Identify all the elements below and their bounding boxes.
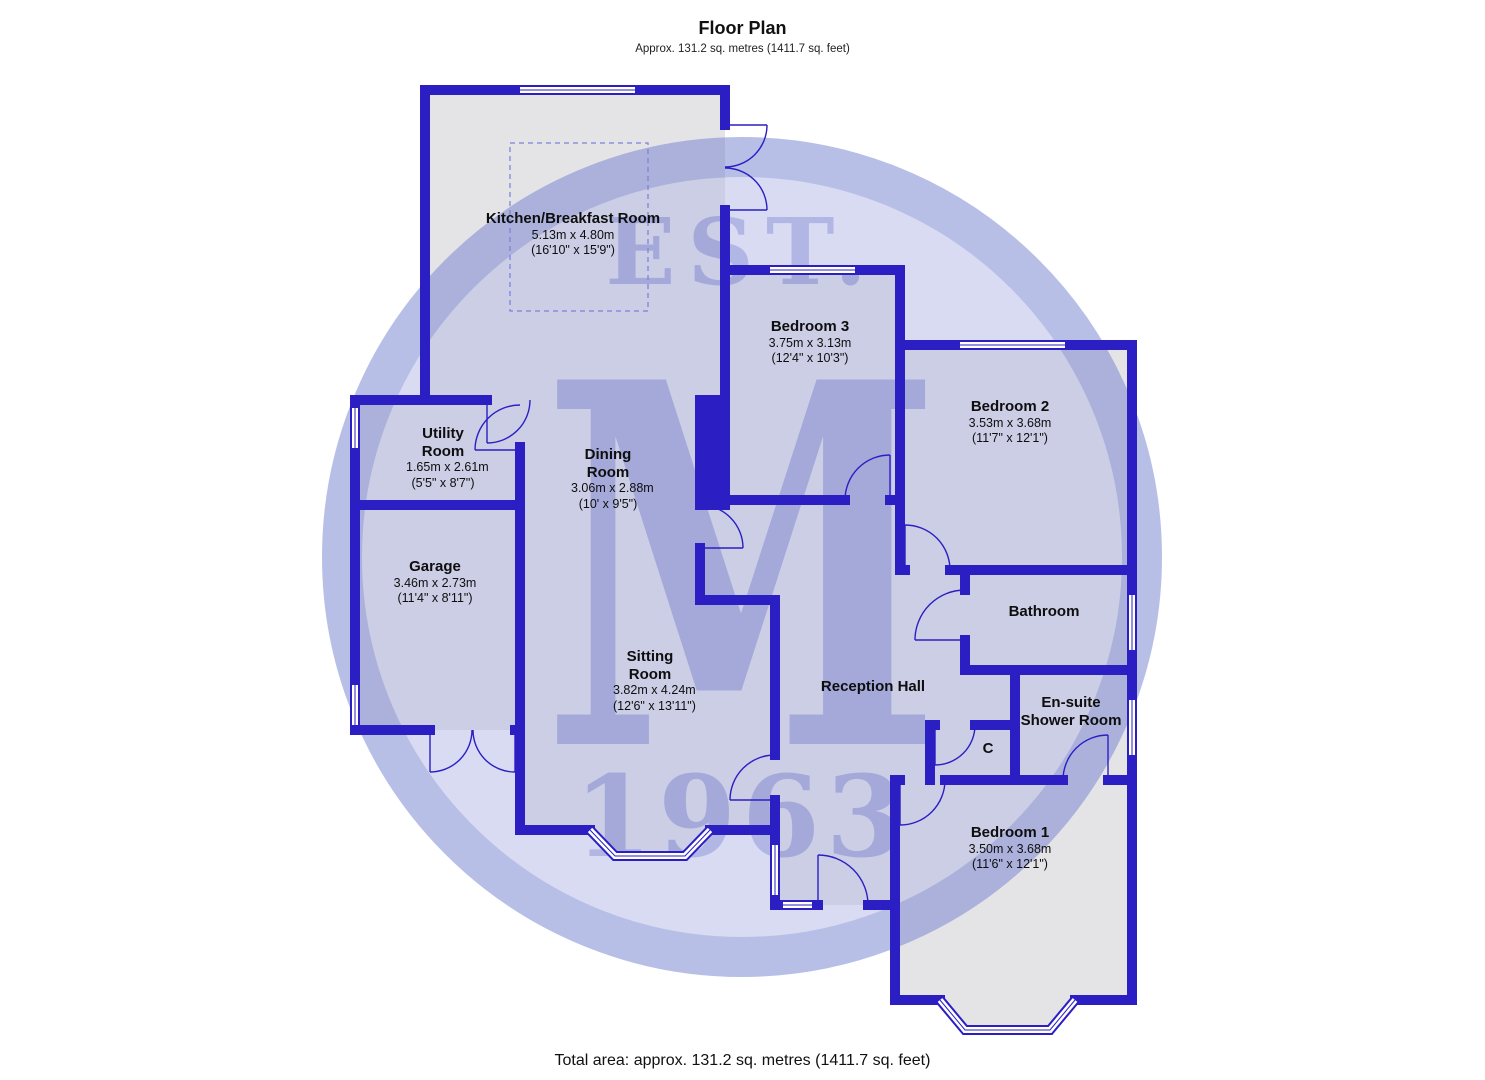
page-subtitle: Approx. 131.2 sq. metres (1411.7 sq. fee… xyxy=(635,43,850,55)
door-front-entrance xyxy=(817,854,869,906)
door-bathroom xyxy=(914,589,966,641)
sitting-bay-window xyxy=(586,826,714,861)
door-kitchen-french-bottom xyxy=(724,167,768,211)
door-garage-right-leaf xyxy=(472,729,516,773)
door-bedroom3 xyxy=(844,454,891,501)
watermark: EST. M 1963 xyxy=(322,137,1162,977)
bedroom1-bay-window xyxy=(936,996,1079,1035)
door-ensuite xyxy=(1062,734,1109,781)
header: Floor Plan Approx. 131.2 sq. metres (141… xyxy=(0,0,1485,55)
door-bedroom1 xyxy=(899,779,946,826)
door-dining-to-hall xyxy=(699,504,744,549)
door-bedroom2 xyxy=(904,524,951,571)
doors xyxy=(429,124,1109,906)
watermark-year: 1963 xyxy=(574,752,910,883)
bedroom1-bay-floor xyxy=(940,1000,1075,1030)
door-cupboard xyxy=(934,724,976,766)
door-sitting-to-hall xyxy=(729,754,776,801)
door-kitchen-french-top xyxy=(724,124,768,168)
windows xyxy=(352,85,1137,1035)
total-area-text: Total area: approx. 131.2 sq. metres (14… xyxy=(554,1052,931,1069)
door-utility xyxy=(474,404,521,451)
page-title: Floor Plan xyxy=(698,18,787,38)
walls xyxy=(350,85,1137,1005)
watermark-circle xyxy=(322,137,1162,977)
door-kitchen-to-dining xyxy=(486,399,531,444)
watermark-monogram: M xyxy=(542,275,942,862)
door-garage-left-leaf xyxy=(429,729,473,773)
watermark-est: EST. xyxy=(605,198,878,306)
